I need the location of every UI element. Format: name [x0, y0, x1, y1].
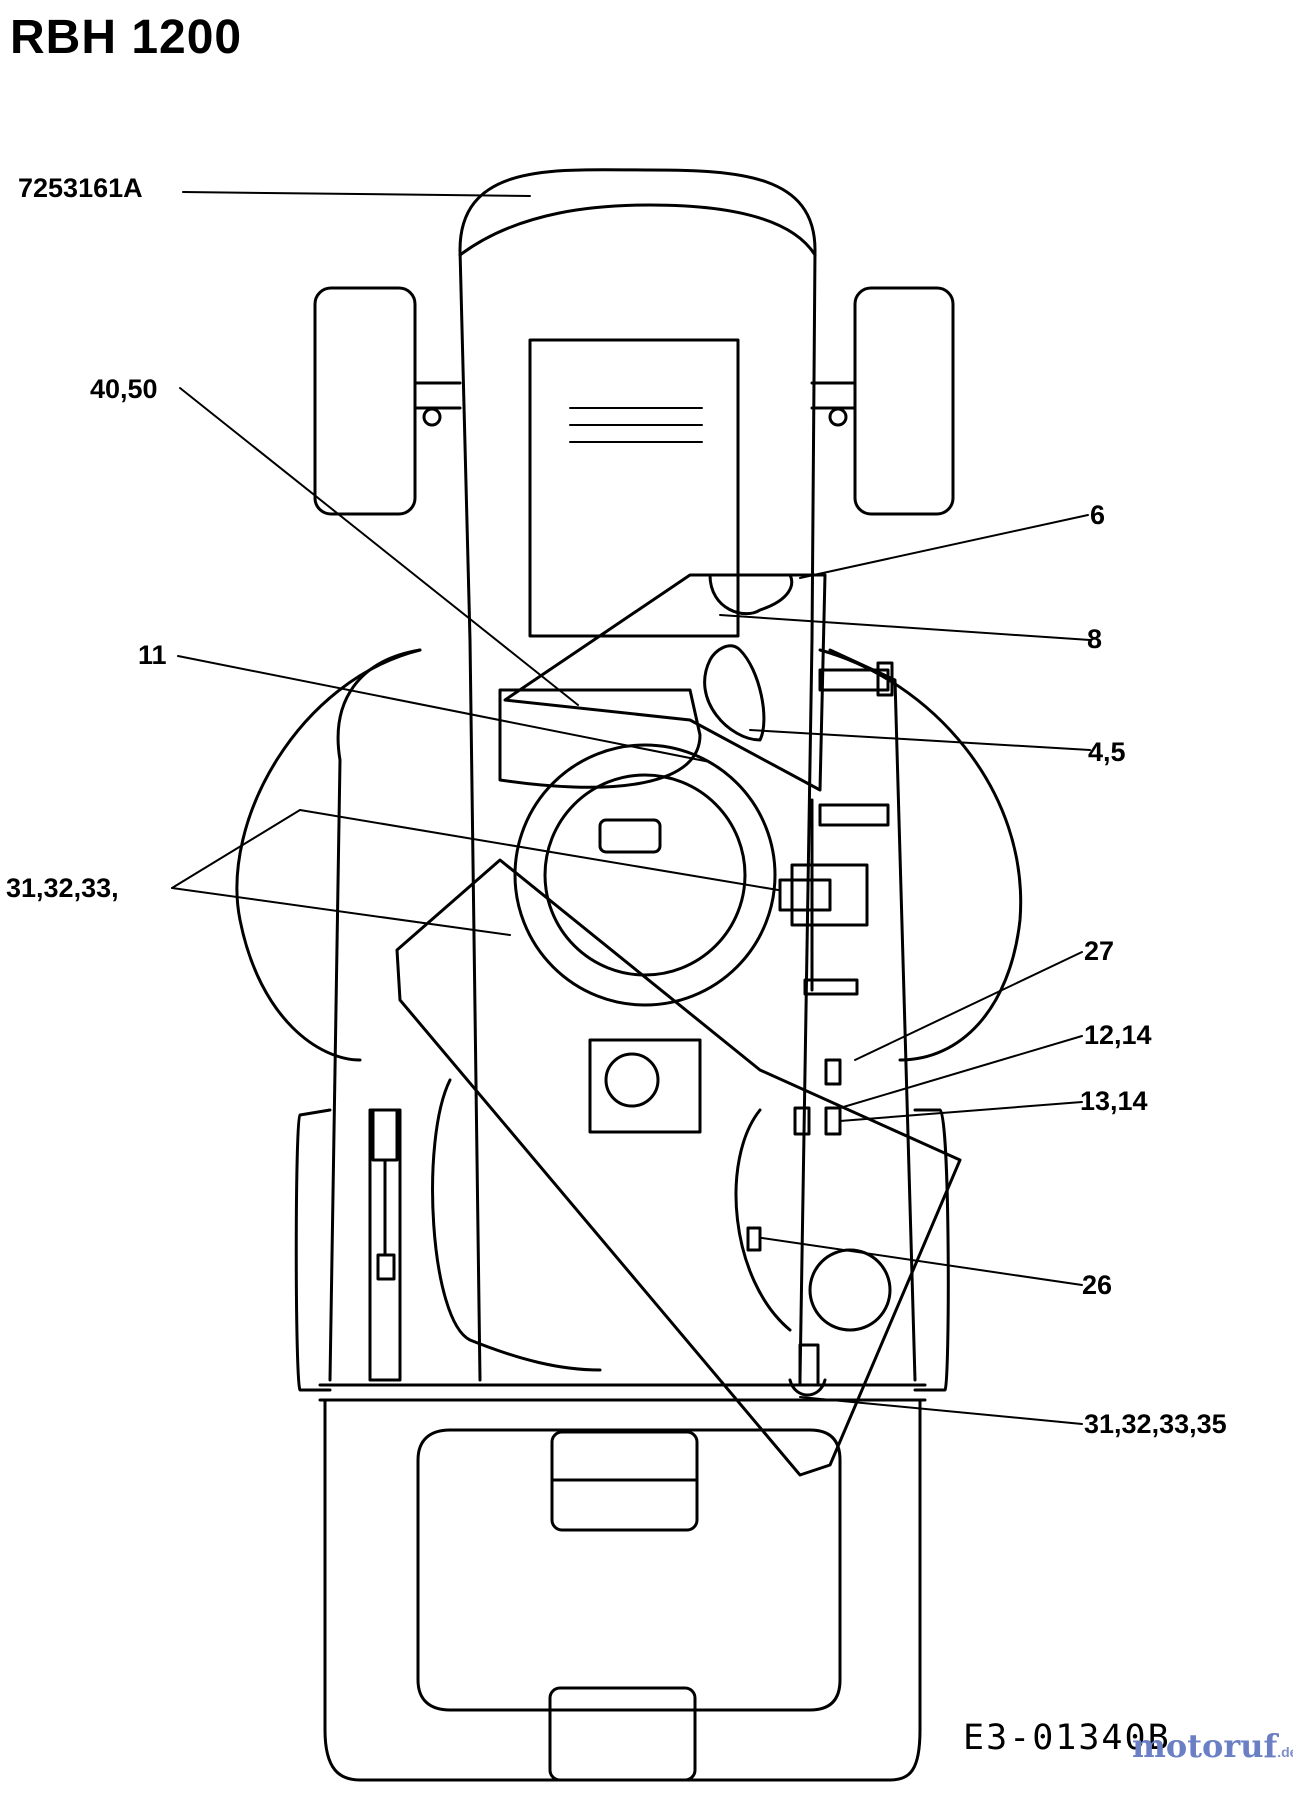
watermark-logo: motoruf.de: [1132, 1727, 1293, 1765]
callout-13-14: 13,14: [1080, 1086, 1148, 1116]
rear-frame: [318, 1383, 927, 1782]
front-left-wheel: [313, 286, 462, 516]
callout-4-5: 4,5: [1088, 737, 1126, 767]
model-title: RBH 1200: [10, 11, 243, 64]
right-levers: [778, 661, 894, 996]
callout-31-32-33-left: 31,32,33,: [6, 873, 119, 903]
callout-hood: 7253161A: [18, 173, 143, 203]
callout-11: 11: [138, 640, 167, 670]
front-right-wheel: [810, 286, 955, 516]
callout-31-32-33-35-right: 31,32,33,35: [1084, 1409, 1227, 1439]
watermark-suffix: .de: [1277, 1744, 1293, 1760]
cutaway-covers: [395, 573, 962, 1477]
callout-40-50: 40,50: [90, 374, 158, 404]
drawing-code: E3-01340B: [963, 1718, 1171, 1758]
engine-pulleys: [431, 1078, 892, 1397]
mower-deck: [235, 638, 1023, 1382]
watermark-text: motoruf: [1132, 1727, 1278, 1765]
steering-wheel: [498, 688, 777, 1134]
callout-26: 26: [1082, 1270, 1113, 1300]
leader-lines: [171, 191, 1091, 1425]
callout-12-14: 12,14: [1084, 1020, 1152, 1050]
callout-27: 27: [1084, 936, 1115, 966]
switches: [746, 1058, 842, 1252]
left-lever: [371, 1108, 399, 1281]
callout-8: 8: [1087, 624, 1103, 654]
callout-6: 6: [1090, 500, 1106, 530]
hood: [458, 168, 817, 642]
rear-right-wheel: [913, 1108, 950, 1392]
